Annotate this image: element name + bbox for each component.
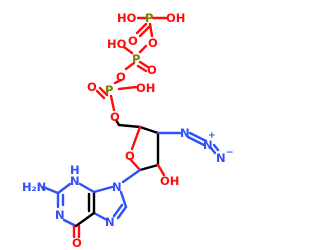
bond-obridge2-p3 [113,78,123,85]
bond-ho-p2 [122,45,134,55]
azide-plus-charge: + [208,131,216,141]
bond-oring-c4 [130,125,142,151]
bond-n-n-azide-d [209,146,217,155]
phosphorus-label-low: P [105,83,113,97]
phosphorus-label-mid: P [132,52,140,66]
hydroxyl-label-top-right: OH [166,11,185,25]
oxygen-label-bridge-1: O [148,36,158,50]
bond-c5-c4 [117,123,142,129]
nitrogen-label-azide-3: N [216,151,226,165]
bond-n-n-azide-b [186,135,206,147]
bond-c2-nh2 [41,185,60,195]
bond-c4-c3 [138,125,160,135]
oxygen-label-ring: O [125,149,135,163]
bond-c2-c1 [138,163,160,172]
bond-n9-c8 [119,190,128,209]
amine-label-h2n: H₂N [22,180,46,194]
azide-minus-charge: − [226,148,234,158]
bond-p3-o-double-b [95,89,106,100]
oxygen-label-bridge-2: O [116,70,126,84]
hydroxyl-label-sugar: OH [160,174,179,188]
bond-p3-oester [109,94,116,112]
hydroxyl-label-mid: HO [107,37,127,51]
nitrogen-label-n1: N [55,208,65,222]
nitrogen-label-n3: N [70,174,80,188]
oxygen-label-ester: O [110,110,120,124]
bond-c2-oh [156,163,166,177]
bond-c6-c5 [74,211,96,228]
bond-p2-obridge2 [124,61,136,71]
oxygen-label-carbonyl: O [72,236,82,250]
oxygen-label-low-double: O [87,80,97,94]
nitrogen-label-azide-2: N [203,138,213,152]
hydrogen-label-n3: H [70,163,80,177]
bond-p2-o-double-a [138,60,150,69]
bond-c8-n7-a [116,205,128,220]
bond-n3-c2 [56,182,72,195]
hydroxyl-label-low: OH [136,81,155,95]
bond-obridge-p2 [138,44,148,54]
nitrogen-label-n9: N [112,180,122,194]
atom-labels: HO P OH O O HO P O O P OH O O N + N N − … [22,11,234,250]
oxygen-label-mid-double: O [147,63,157,77]
nitrogen-label-azide-1: N [180,126,190,140]
bond-p3-oh [117,85,138,91]
nitrogen-label-n7: N [105,215,115,229]
bond-n-n-azide-a [188,131,208,143]
bond-p1-o-double-b [138,25,151,38]
bond-p3-o-double-a [98,86,109,97]
guanosine-triphosphate-azide-structure: HO P OH O O HO P O O P OH O O N + N N − … [22,11,234,250]
bond-c8-n7-b [112,203,124,218]
bond-n9-c4 [92,185,114,194]
phosphorus-label-top: P [145,11,153,25]
bond-p1-o-double-a [135,22,148,35]
bond-c4-n3 [78,182,96,194]
oxygen-label-top-double: O [128,34,138,48]
bonds [41,16,220,239]
bond-c1-oring [128,157,142,172]
bond-p1-obridge [148,22,154,38]
hydroxyl-label-top-left: HO [117,11,137,25]
bond-n-n-azide-c [212,143,220,152]
bond-c1-n9 [121,168,142,184]
bond-n7-c5 [92,211,109,222]
bond-p2-o-double-b [136,64,148,73]
